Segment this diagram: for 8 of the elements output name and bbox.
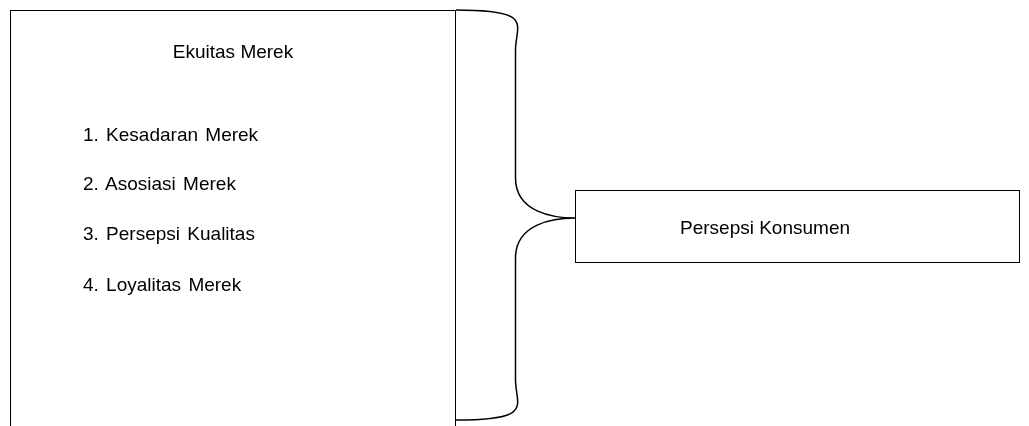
list-item: 3. Persepsi Kualitas: [83, 223, 255, 245]
text-box: [575, 190, 1020, 263]
box-label: Persepsi Konsumen: [680, 217, 851, 239]
text-box: [10, 10, 456, 426]
box-title: Ekuitas Merek: [171, 41, 295, 63]
list-item: 4. Loyalitas Merek: [83, 274, 242, 296]
list-item: 1. Kesadaran Merek: [83, 124, 259, 146]
list-item: 2. Asosiasi Merek: [83, 173, 236, 195]
